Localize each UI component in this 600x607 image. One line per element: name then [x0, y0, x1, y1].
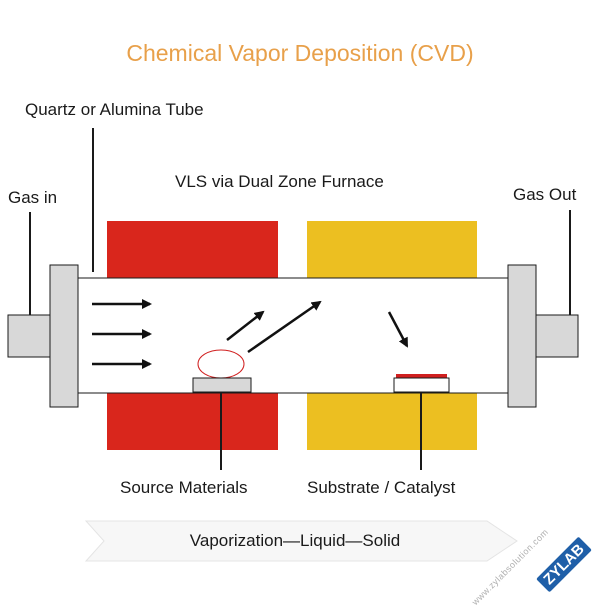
furnace-zone-2-top: [307, 221, 477, 278]
tube-label: Quartz or Alumina Tube: [25, 100, 204, 119]
vapor-arrow: [226, 310, 265, 341]
substrate-catalyst-label: Substrate / Catalyst: [307, 478, 456, 497]
gas-out-port: [535, 314, 579, 358]
vapor-arrow: [247, 300, 322, 354]
substrate: [393, 377, 450, 393]
source-materials-label: Source Materials: [120, 478, 248, 497]
furnace-zone-2-bottom: [307, 393, 477, 450]
gas-out-label: Gas Out: [513, 185, 577, 204]
source-boat: [192, 377, 252, 393]
diagram-title: Chemical Vapor Deposition (CVD): [126, 40, 474, 66]
furnace-zone-1-top: [107, 221, 278, 278]
furnace-zone-1-bottom: [107, 393, 278, 450]
gas-in-label: Gas in: [8, 188, 58, 207]
deposition-arrow: [387, 311, 409, 348]
inlet-flange: [49, 264, 79, 408]
process-label: Vaporization—Liquid—Solid: [189, 531, 401, 550]
outlet-flange: [507, 264, 537, 408]
furnace-label: VLS via Dual Zone Furnace: [175, 172, 384, 191]
process-arrow-band: [84, 520, 518, 562]
catalyst-layer: [396, 374, 447, 378]
gas-in-port: [7, 314, 51, 358]
